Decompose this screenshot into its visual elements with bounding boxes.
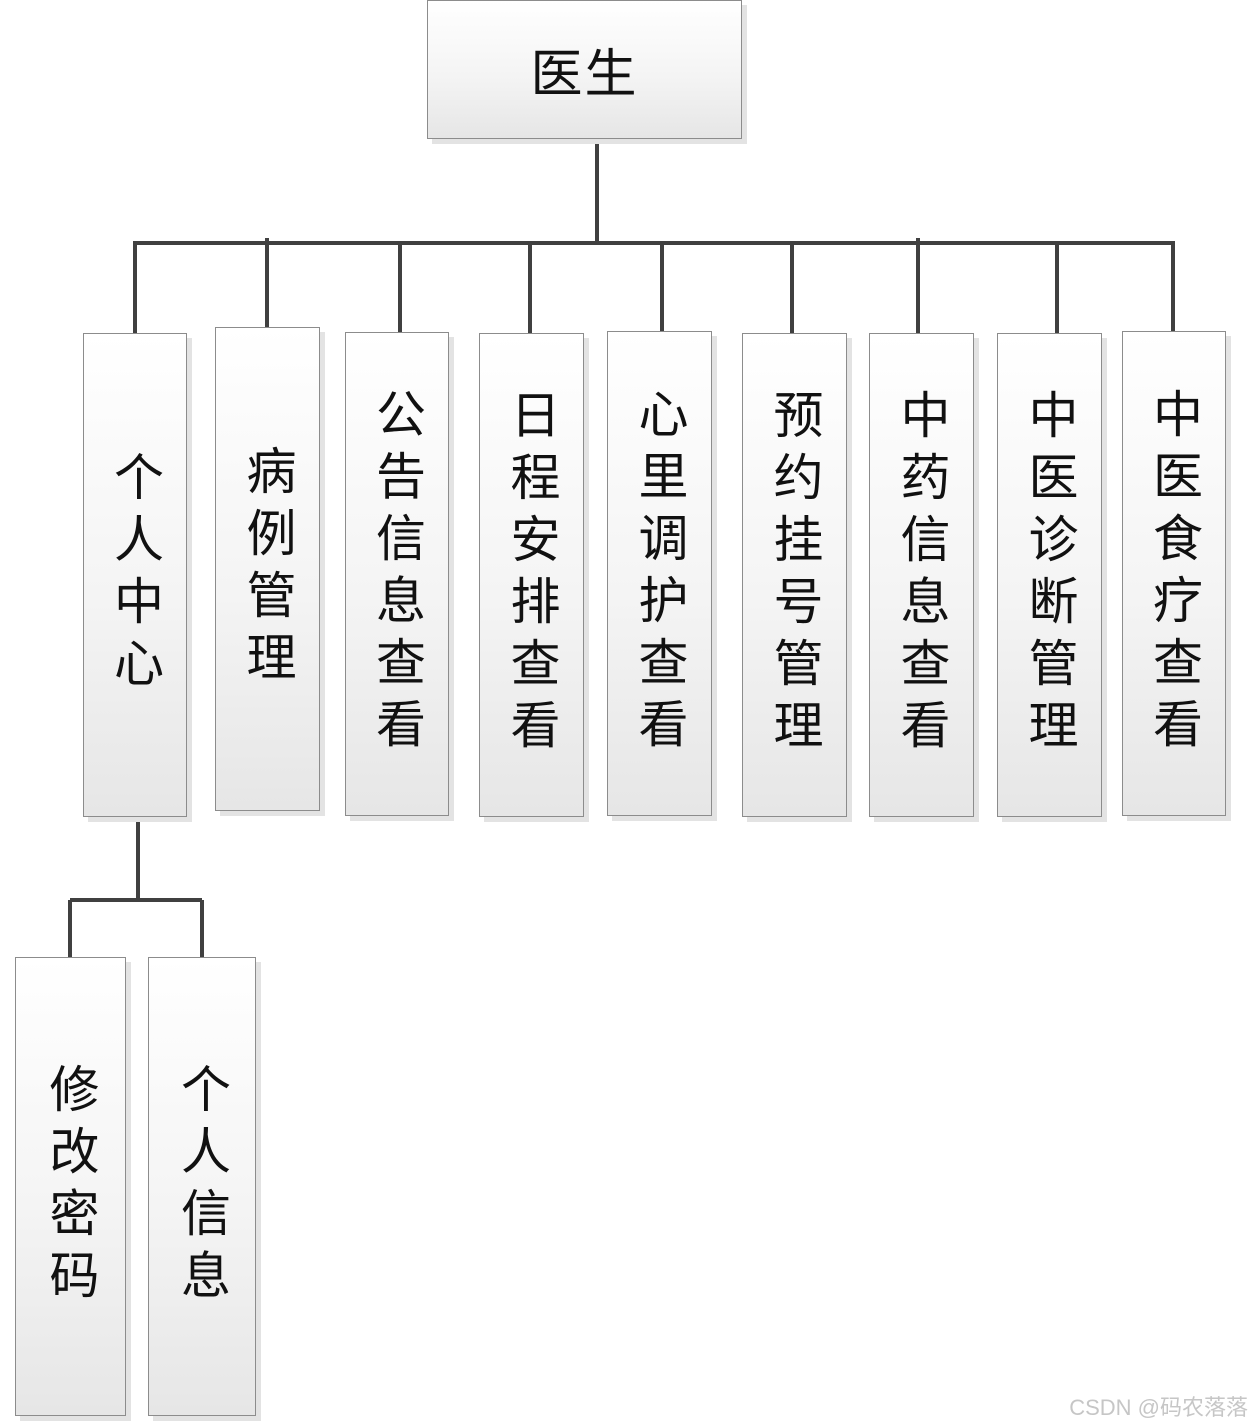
module-node-label: 中医食疗查看 (1145, 387, 1203, 760)
module-node-tcm-diagnosis-management: 中医诊断管理 (997, 333, 1102, 817)
sub-node-label: 修改密码 (41, 1062, 100, 1311)
module-node-label: 个人中心 (106, 451, 164, 699)
module-node-personal-center: 个人中心 (83, 333, 187, 817)
module-node-label: 中医诊断管理 (1020, 389, 1079, 761)
module-node-appointment-management: 预约挂号管理 (742, 333, 847, 817)
module-node-mental-care-view: 心里调护查看 (607, 331, 712, 816)
module-node-case-management: 病例管理 (215, 327, 320, 811)
root-node-label: 医生 (530, 45, 639, 105)
module-node-tcm-diet-view: 中医食疗查看 (1122, 331, 1226, 816)
module-node-label: 心里调护查看 (630, 387, 689, 760)
module-node-label: 中药信息查看 (892, 389, 951, 761)
watermark: CSDN @码农落落 (1069, 1395, 1248, 1420)
sub-node-label: 个人信息 (173, 1062, 231, 1311)
module-node-notice-info-view: 公告信息查看 (345, 332, 449, 816)
module-node-schedule-view: 日程安排查看 (479, 333, 584, 817)
module-node-label: 病例管理 (238, 445, 297, 693)
module-node-herb-info-view: 中药信息查看 (869, 333, 974, 817)
module-node-label: 公告信息查看 (368, 388, 426, 760)
root-node-doctor: 医生 (427, 0, 742, 139)
module-node-label: 日程安排查看 (502, 389, 561, 761)
sub-node-personal-info: 个人信息 (148, 957, 256, 1416)
module-node-label: 预约挂号管理 (765, 389, 824, 761)
sub-node-change-password: 修改密码 (15, 957, 126, 1416)
